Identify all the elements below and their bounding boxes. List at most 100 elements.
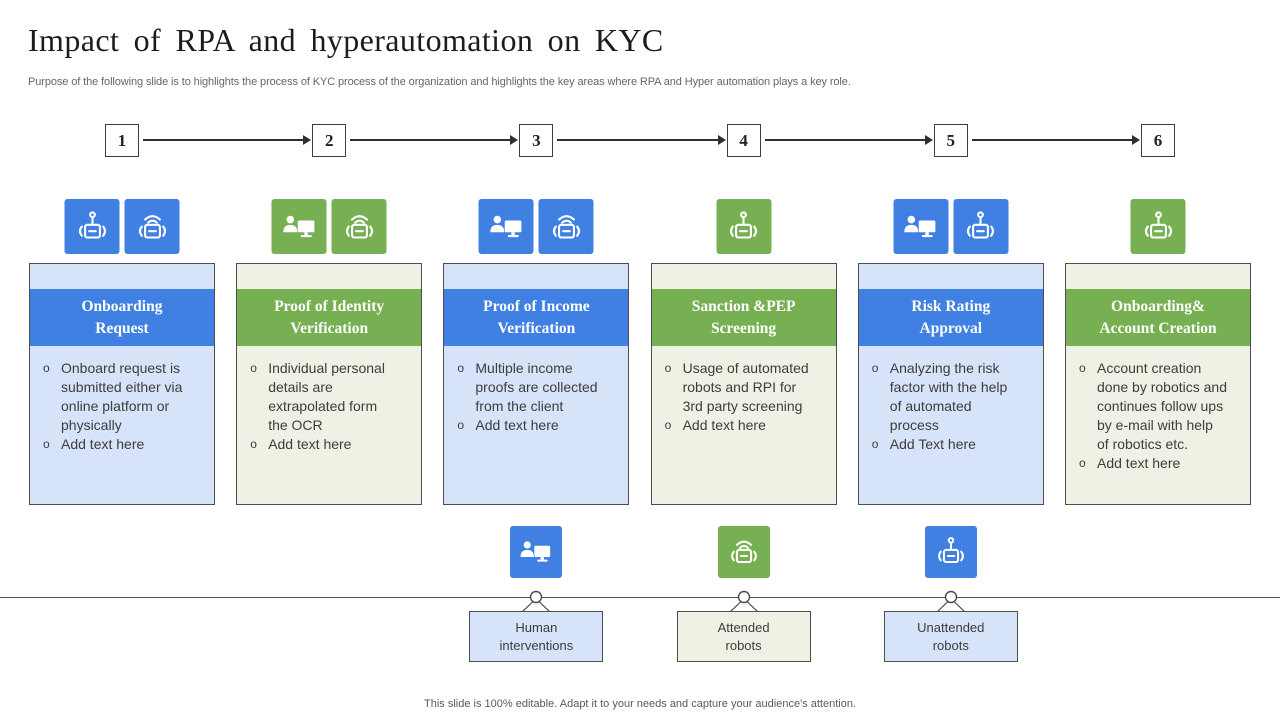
legend-box: Attended robots: [676, 611, 811, 662]
bullet-marker: o: [43, 361, 50, 375]
step-arrow: [143, 135, 312, 145]
human-intervention-icon: [520, 541, 551, 562]
card-title: Risk Rating Approval: [858, 289, 1043, 346]
human-intervention-tile: [478, 199, 534, 254]
legend-box: Human interventions: [469, 611, 604, 662]
card-body: o Onboard request is submitted either via…: [30, 346, 214, 454]
card-body: o Multiple income proofs are collected fr…: [444, 346, 628, 435]
step-arrow: [350, 135, 519, 145]
page-subtitle: Purpose of the following slide is to hig…: [28, 76, 851, 88]
bullet-marker: o: [1079, 361, 1086, 375]
step-number: 4: [739, 130, 748, 150]
card-bullet: o Add text here: [43, 435, 192, 454]
card-title: Proof of Identity Verification: [237, 289, 422, 346]
step-box-5: 5: [933, 124, 968, 157]
card-icon-group: [271, 199, 387, 254]
human-intervention-tile: [271, 199, 327, 254]
human-intervention-icon: [283, 215, 315, 237]
attended-robot-tile: [717, 526, 770, 578]
card-body: o Analyzing the risk factor with the help…: [859, 346, 1043, 454]
card-bullet: o Add text here: [250, 435, 399, 454]
unattended-robot-tile: [924, 526, 977, 578]
card-title: Sanction &PEP Screening: [651, 289, 836, 346]
legend-label: Attended robots: [717, 619, 770, 653]
bullet-text: Account creation done by robotics and co…: [1097, 360, 1227, 453]
unattended-robot-icon: [967, 210, 995, 239]
legend-box: Unattended robots: [883, 611, 1018, 662]
bullet-text: Onboard request is submitted either via …: [61, 360, 183, 434]
card-body: o Account creation done by robotics and c…: [1066, 346, 1250, 473]
card-bullet: o Usage of automated robots and RPI for 3…: [665, 359, 814, 416]
unattended-robot-icon: [730, 210, 758, 239]
attended-robot-icon: [345, 214, 373, 239]
card-bullet: o Onboard request is submitted either via…: [43, 359, 192, 435]
bullet-marker: o: [664, 361, 672, 375]
hanger-connector: [729, 590, 759, 612]
bullet-text: Individual personal details are extrapol…: [268, 360, 385, 434]
bullet-marker: o: [43, 437, 50, 452]
card-bullet: o Analyzing the risk factor with the help…: [872, 359, 1021, 435]
bullet-marker: o: [250, 437, 257, 452]
bullet-marker: o: [664, 418, 672, 433]
attended-robot-icon: [552, 214, 580, 239]
bullet-text: Usage of automated robots and RPI for 3r…: [682, 360, 809, 415]
bullet-text: Add text here: [1097, 455, 1181, 472]
step-box-6: 6: [1141, 124, 1175, 157]
process-card: Onboarding& Account Creation o Account cre…: [1065, 263, 1251, 505]
legend-divider-line: [0, 597, 1280, 598]
process-card: Proof of Income Verification o Multiple in…: [443, 263, 630, 505]
card-icon-group: [478, 199, 594, 254]
unattended-robot-tile: [716, 199, 772, 254]
hanger-connector: [936, 590, 966, 612]
footer-note: This slide is 100% editable. Adapt it to…: [424, 698, 856, 710]
process-card: Proof of Identity Verification o Individua…: [236, 263, 423, 505]
step-arrow: [971, 135, 1141, 145]
attended-robot-icon: [730, 540, 757, 563]
step-box-1: 1: [105, 124, 139, 157]
card-body: o Individual personal details are extrapo…: [237, 346, 421, 454]
attended-robot-icon: [138, 214, 166, 239]
step-number: 3: [532, 130, 541, 150]
step-arrow: [764, 135, 933, 145]
step-number: 1: [117, 130, 127, 150]
bullet-text: Add text here: [268, 436, 352, 453]
process-card: Risk Rating Approval o Analyzing the risk …: [857, 263, 1044, 505]
unattended-robot-tile: [953, 199, 1009, 254]
bullet-text: Add Text here: [889, 436, 976, 453]
step-box-2: 2: [312, 124, 347, 157]
human-intervention-icon: [904, 215, 936, 237]
process-card: Onboarding Request o Onboard request is su…: [29, 263, 215, 505]
step-number: 5: [946, 130, 956, 150]
step-number: 2: [324, 130, 334, 150]
unattended-robot-icon: [78, 210, 106, 239]
card-bullet: o Multiple income proofs are collected fr…: [457, 359, 606, 416]
step-box-4: 4: [726, 124, 761, 157]
card-title: Onboarding& Account Creation: [1066, 289, 1250, 346]
bullet-text: Add text here: [61, 436, 145, 453]
process-card: Sanction &PEP Screening o Usage of automat…: [650, 263, 837, 505]
bullet-marker: o: [457, 361, 465, 375]
bullet-text: Analyzing the risk factor with the help …: [889, 360, 1008, 434]
step-box-3: 3: [519, 124, 554, 157]
card-title: Proof of Income Verification: [444, 289, 629, 346]
step-arrow: [557, 135, 726, 145]
unattended-robot-tile: [64, 199, 120, 254]
bullet-text: Multiple income proofs are collected fro…: [475, 360, 598, 415]
card-bullet: o Add text here: [1079, 454, 1228, 473]
bullet-text: Add text here: [475, 417, 559, 434]
attended-robot-tile: [124, 199, 180, 254]
bullet-marker: o: [871, 437, 879, 452]
bullet-marker: o: [871, 361, 879, 375]
unattended-robot-icon: [1144, 210, 1172, 239]
card-bullet: o Add Text here: [872, 435, 1021, 454]
step-number: 6: [1153, 130, 1163, 150]
hanger-connector: [521, 590, 551, 612]
bullet-marker: o: [1079, 456, 1086, 471]
card-title: Onboarding Request: [30, 289, 214, 346]
card-icon-group: [893, 199, 1009, 254]
card-icon-group: [716, 199, 772, 254]
legend-label: Unattended robots: [917, 619, 985, 653]
